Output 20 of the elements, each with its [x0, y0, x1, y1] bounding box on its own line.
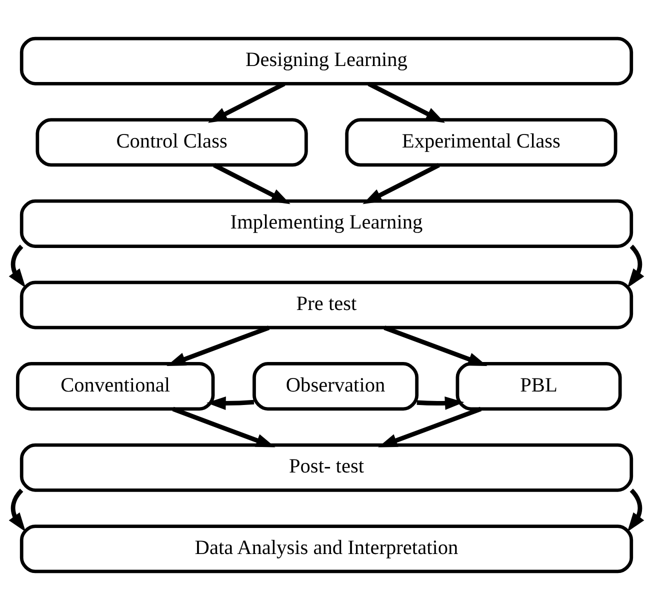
- arrow: [384, 325, 488, 366]
- arrow: [362, 162, 440, 204]
- arrow: [208, 81, 286, 122]
- node-box: Control Class: [36, 118, 308, 166]
- arrow: [206, 396, 254, 410]
- arrow: [416, 396, 464, 410]
- node-box: Designing Learning: [20, 36, 634, 85]
- node-box: Post- test: [20, 442, 634, 492]
- node-box: Pre test: [20, 280, 634, 329]
- arrow: [213, 162, 290, 204]
- node-box: Implementing Learning: [20, 198, 634, 248]
- arrow: [166, 325, 270, 366]
- arrow: [172, 406, 276, 447]
- node-box: PBL: [456, 362, 622, 410]
- arrow: [378, 406, 482, 447]
- node-box: Observation: [252, 362, 419, 410]
- node-box: Data Analysis and Interpretation: [20, 524, 634, 573]
- node-box: Experimental Class: [345, 118, 618, 166]
- node-box: Conventional: [16, 362, 215, 410]
- arrow: [368, 81, 446, 122]
